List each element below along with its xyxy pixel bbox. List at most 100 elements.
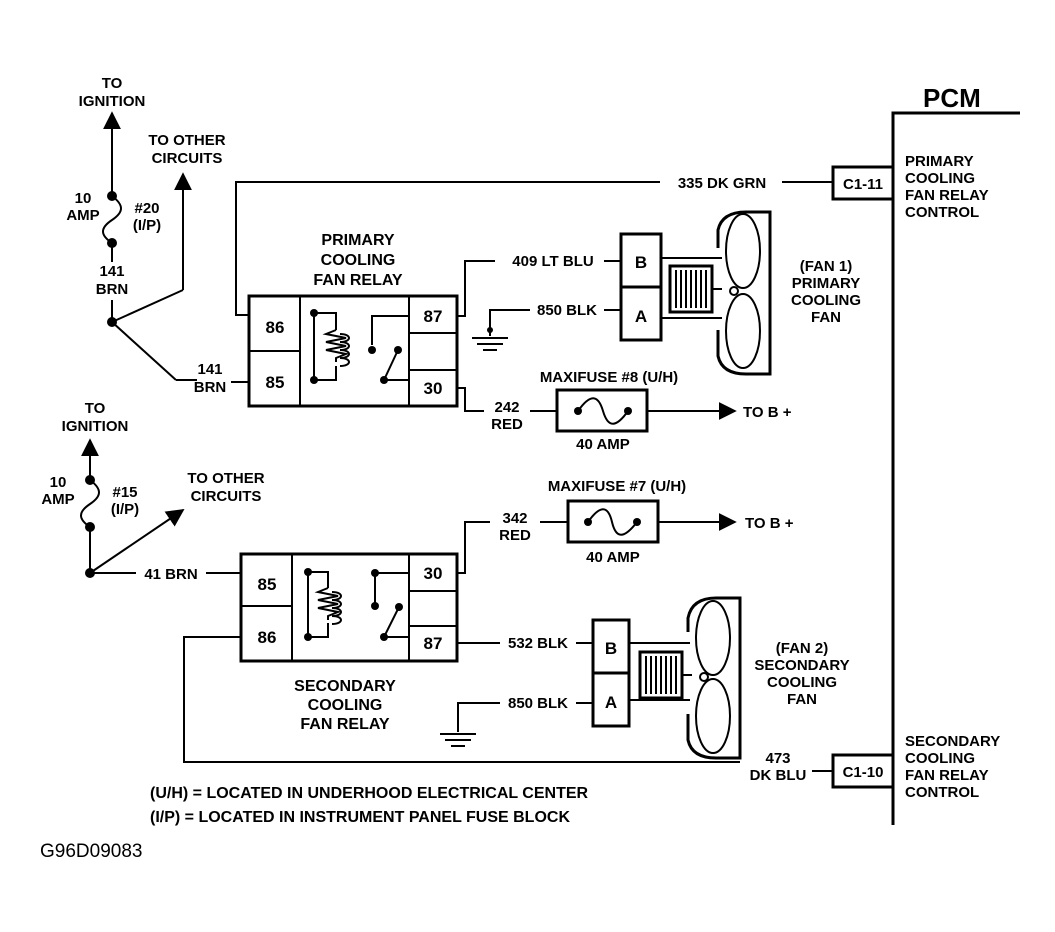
primary-fan-housing-icon	[716, 210, 772, 376]
secondary-wire-532-label: 532 BLK	[508, 635, 568, 652]
primary-fuse-name: #20	[134, 200, 159, 217]
primary-wire-850	[489, 309, 530, 336]
legend-uh: (U/H) = LOCATED IN UNDERHOOD ELECTRICAL …	[150, 785, 589, 802]
secondary-maxifuse-title: MAXIFUSE #7 (U/H)	[548, 478, 686, 495]
secondary-wire-342	[457, 521, 490, 574]
secondary-to-b-plus-label: TO B +	[745, 515, 794, 532]
primary-cooling-fan-relay: 86 85 87 30	[247, 294, 459, 408]
svg-text:COOLING: COOLING	[321, 252, 396, 269]
pcm-primary-connector-label: C1-11	[843, 176, 883, 193]
pcm-primary-label: PRIMARY COOLING FAN RELAY CONTROL	[905, 153, 989, 221]
svg-text:PRIMARY: PRIMARY	[792, 275, 861, 292]
svg-text:COOLING: COOLING	[905, 750, 975, 767]
primary-wire-850-label: 850 BLK	[537, 302, 597, 319]
primary-wire-335-label: 335 DK GRN	[678, 175, 766, 192]
primary-relay-pin-86: 86	[266, 318, 285, 337]
primary-fan-motor-winding-icon	[675, 270, 707, 308]
pcm-primary-connector: C1-11	[831, 165, 895, 201]
svg-text:COOLING: COOLING	[905, 170, 975, 187]
primary-maxifuse-title: MAXIFUSE #8 (U/H)	[540, 369, 678, 386]
primary-fan-pin-a: A	[635, 307, 647, 326]
svg-text:IGNITION: IGNITION	[62, 418, 129, 435]
primary-fuse-rating: 10	[75, 190, 92, 207]
primary-fan-blade-icon	[725, 213, 761, 289]
pcm-title: PCM	[923, 83, 981, 113]
secondary-maxifuse-rating: 40 AMP	[586, 549, 640, 566]
secondary-fuse-name: #15	[112, 484, 137, 501]
legend-ip: (I/P) = LOCATED IN INSTRUMENT PANEL FUSE…	[150, 809, 570, 826]
primary-wire-409-label: 409 LT BLU	[512, 253, 593, 270]
svg-text:FAN: FAN	[811, 309, 841, 326]
secondary-relay-switch-icon	[383, 606, 400, 638]
secondary-wire-850	[457, 702, 500, 732]
secondary-fan-blade-icon	[695, 600, 731, 676]
secondary-circuit: TO IGNITION 10 AMP #15 (I/P) TO OTHER CI…	[41, 400, 849, 784]
primary-wire-335	[235, 181, 660, 316]
svg-text:FAN RELAY: FAN RELAY	[300, 716, 390, 733]
secondary-relay-pin-86: 86	[258, 628, 277, 647]
secondary-wire-473-label: 473	[765, 750, 790, 767]
primary-fuse-20-icon	[102, 195, 122, 244]
svg-text:COOLING: COOLING	[791, 292, 861, 309]
svg-text:BRN: BRN	[96, 281, 129, 298]
primary-relay-title: PRIMARY	[321, 232, 395, 249]
primary-to-other-circuits-label: TO OTHER	[148, 132, 225, 149]
primary-wire-242-label: 242	[494, 399, 519, 416]
secondary-relay-pin-87: 87	[424, 634, 443, 653]
svg-text:AMP: AMP	[41, 491, 74, 508]
secondary-fan-housing-icon	[686, 596, 742, 760]
secondary-maxifuse-7-icon	[566, 499, 660, 544]
primary-relay-pin-30: 30	[424, 379, 443, 398]
secondary-cooling-fan: B A	[591, 596, 742, 760]
secondary-relay-title: SECONDARY	[294, 678, 396, 695]
secondary-other-circuits-arrow	[89, 508, 185, 574]
secondary-wire-342-label: 342	[502, 510, 527, 527]
primary-cooling-fan: B A	[619, 210, 772, 376]
svg-text:COOLING: COOLING	[767, 674, 837, 691]
pcm-secondary-connector: C1-10	[831, 753, 895, 789]
primary-to-ignition-label: TO	[102, 75, 123, 92]
svg-text:FAN RELAY: FAN RELAY	[905, 187, 989, 204]
figure-code: G96D09083	[40, 841, 142, 862]
secondary-wire-41-label: 41 BRN	[144, 566, 197, 583]
svg-text:SECONDARY: SECONDARY	[905, 733, 1000, 750]
secondary-to-ignition-label: TO	[85, 400, 106, 417]
secondary-ground-icon	[440, 733, 476, 747]
primary-fan-pin-b: B	[635, 253, 647, 272]
primary-circuit: TO IGNITION 10 AMP #20 (I/P) 141 BRN TO …	[66, 75, 861, 453]
svg-text:FAN RELAY: FAN RELAY	[313, 272, 403, 289]
secondary-relay-pin-30: 30	[424, 564, 443, 583]
svg-text:RED: RED	[491, 416, 523, 433]
primary-wire-141-top: 141	[99, 263, 124, 280]
primary-relay-coil-icon	[322, 329, 350, 362]
primary-maxifuse-rating: 40 AMP	[576, 436, 630, 453]
svg-text:IGNITION: IGNITION	[79, 93, 146, 110]
primary-maxifuse-8-icon	[555, 388, 649, 433]
svg-text:AMP: AMP	[66, 207, 99, 224]
secondary-fuse-15-icon	[80, 479, 100, 528]
pcm-secondary-connector-label: C1-10	[843, 764, 884, 781]
pcm-housing-line	[891, 111, 1020, 825]
svg-text:FAN: FAN	[787, 691, 817, 708]
legend: (U/H) = LOCATED IN UNDERHOOD ELECTRICAL …	[150, 785, 589, 826]
secondary-wire-473	[183, 636, 740, 763]
primary-to-b-plus-label: TO B +	[743, 404, 792, 421]
primary-fan-label: (FAN 1)	[800, 258, 853, 275]
primary-wire-409	[457, 260, 495, 317]
secondary-fuse-rating: 10	[50, 474, 67, 491]
primary-relay-pin-85: 85	[266, 373, 285, 392]
secondary-wire-850-label: 850 BLK	[508, 695, 568, 712]
secondary-fan-pin-b: B	[605, 639, 617, 658]
secondary-fan-motor-winding-icon	[645, 656, 677, 694]
svg-text:CIRCUITS: CIRCUITS	[191, 488, 262, 505]
secondary-fan-pin-a: A	[605, 693, 617, 712]
pcm-module: PCM C1-11 PRIMARY COOLING FAN RELAY CONT…	[831, 83, 1020, 825]
primary-wire-141-bottom: 141	[197, 361, 222, 378]
secondary-relay-coil-icon	[314, 587, 342, 620]
svg-text:FAN RELAY: FAN RELAY	[905, 767, 989, 784]
secondary-fan-label: (FAN 2)	[776, 640, 829, 657]
svg-text:(I/P): (I/P)	[133, 217, 161, 234]
secondary-to-other-circuits-label: TO OTHER	[187, 470, 264, 487]
secondary-relay-pin-85: 85	[258, 575, 277, 594]
